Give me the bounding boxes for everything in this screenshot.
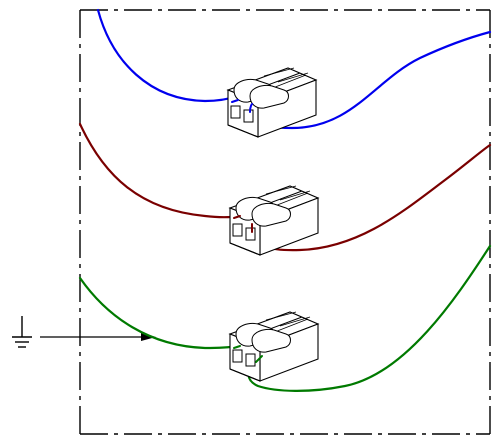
arrow-right-icon <box>40 333 156 341</box>
wire-green <box>78 244 492 392</box>
ground-symbol-icon <box>12 316 32 348</box>
connector-middle <box>229 185 319 256</box>
wire-blue-entry <box>231 99 253 113</box>
enclosure-outline <box>79 9 491 435</box>
wire-red-entry <box>233 215 253 233</box>
wire-green-entry <box>233 345 263 363</box>
connector-bottom <box>229 311 319 382</box>
